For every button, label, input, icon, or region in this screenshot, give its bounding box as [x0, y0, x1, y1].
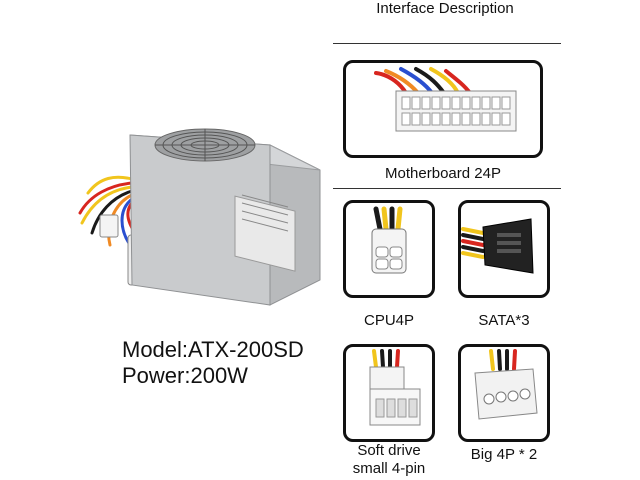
- floppy-4pin-connector-icon: [369, 349, 421, 426]
- divider-top: [333, 43, 561, 44]
- connector-label-cpu: CPU4P: [363, 312, 415, 329]
- connector-label-floppy-line1: Soft drive: [357, 442, 421, 459]
- divider-middle: [333, 188, 561, 189]
- sata-connector-icon: [461, 218, 534, 274]
- connector-label-molex: Big 4P * 2: [470, 446, 538, 463]
- motherboard-24p-connector-icon: [374, 67, 517, 132]
- molex-4p-panel: [458, 344, 550, 442]
- cpu-4p-panel: [343, 200, 435, 298]
- floppy-4pin-panel: [343, 344, 435, 442]
- page-title: Interface Description: [376, 0, 514, 17]
- connector-label-sata: SATA*3: [478, 312, 530, 329]
- molex-4p-connector-icon: [474, 349, 538, 420]
- power-supply-image: [70, 115, 330, 315]
- connector-label-motherboard: Motherboard 24P: [385, 165, 501, 182]
- connector-label-floppy-line2: small 4-pin: [352, 460, 426, 477]
- motherboard-24p-panel: Motherboard 24P: [343, 60, 543, 182]
- cpu-4p-connector-icon: [371, 206, 407, 274]
- sata-panel: [458, 200, 550, 298]
- model-label: Model:ATX-200SD: [122, 337, 304, 362]
- power-label: Power:200W: [122, 363, 248, 388]
